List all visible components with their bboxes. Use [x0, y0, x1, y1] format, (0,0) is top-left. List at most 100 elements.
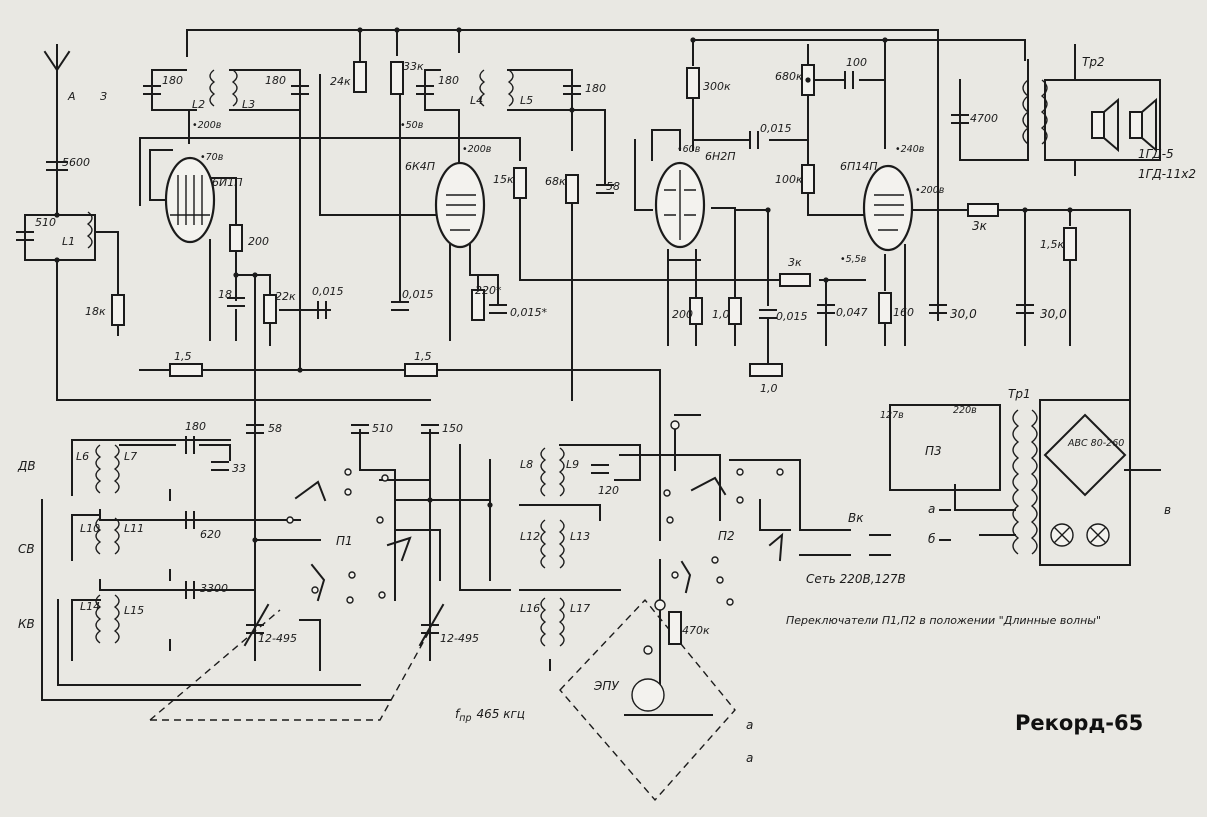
- antenna-label: А: [67, 90, 76, 103]
- c-var1-label: 12-495: [258, 632, 297, 645]
- r-18k-label: 18к: [85, 305, 106, 318]
- c-33-label: 33: [232, 462, 246, 475]
- r-33k-label: 33к: [403, 60, 424, 73]
- speaker-label: 1ГД-5: [1138, 147, 1174, 161]
- c-var2-label: 12-495: [440, 632, 479, 645]
- vk-label: Вк: [848, 511, 864, 525]
- switch-contacts: [286, 420, 784, 655]
- r-470k-label: 470к: [682, 624, 710, 637]
- c-100-label: 100: [846, 56, 867, 69]
- c-120-label: 120: [598, 484, 619, 497]
- coil-l10-label: L10: [80, 522, 100, 535]
- tap-127: 127в: [880, 410, 904, 421]
- v1-type: 6И1П: [212, 176, 243, 189]
- r-200b-label: 200: [672, 308, 693, 321]
- coil-l11-label: L11: [124, 522, 144, 535]
- capacitors: [16, 71, 1034, 647]
- r-3k-a-label: 3к: [788, 256, 802, 269]
- v2-type: 6К4П: [405, 160, 435, 173]
- r-3k-b-label: 3к: [972, 219, 988, 233]
- ground-label: З: [100, 90, 107, 103]
- c-180c-label: 180: [438, 74, 459, 87]
- coil-l8-label: L8: [520, 458, 533, 471]
- coil-l13-label: L13: [570, 530, 590, 543]
- c-58a-label: 58: [606, 180, 620, 193]
- term-v: в: [1164, 503, 1171, 517]
- epu-label: ЭПУ: [593, 679, 619, 693]
- r-220-label: 220*: [475, 284, 502, 297]
- r-160-label: 160: [893, 306, 914, 319]
- band-kv: КВ: [18, 617, 35, 631]
- c-0015e-label: 0,015: [776, 310, 808, 323]
- c-ant-label: 5600: [62, 156, 90, 169]
- labels: А З 5600 510 L1 18к 180 L2 L3 180 •200в …: [17, 55, 1196, 765]
- band-dv: ДВ: [17, 459, 36, 473]
- c-180e-label: 180: [185, 420, 206, 433]
- c-4700-label: 4700: [970, 112, 998, 125]
- r-100k-label: 100к: [775, 173, 803, 186]
- coil-l1-label: L1: [62, 235, 75, 248]
- coil-l2-label: L2: [192, 98, 205, 111]
- v2-volt-a: •200в: [462, 144, 492, 155]
- tube-v4: [862, 164, 914, 252]
- c-0015a-label: 0,015: [760, 122, 792, 135]
- coils: [86, 69, 1048, 647]
- tube-v3: [654, 161, 706, 249]
- term-a2: а: [746, 718, 753, 732]
- r-15k-b-label: 1,5к: [1040, 238, 1064, 251]
- c-620-label: 620: [200, 528, 221, 541]
- r-200a-label: 200: [248, 235, 269, 248]
- pilot-lamps: [1050, 523, 1110, 547]
- term-a1: а: [928, 502, 935, 516]
- model-title: Рекорд-65: [1015, 711, 1143, 735]
- coil-l15-label: L15: [124, 604, 144, 617]
- v4-volt-b: •200в: [915, 185, 945, 196]
- speaker-icon: [1091, 97, 1157, 153]
- coil-l16-label: L16: [520, 602, 540, 615]
- bridge-label: АВС 80-260: [1067, 438, 1124, 449]
- pot-1-label: 1,0: [760, 382, 778, 395]
- r-680k-label: 680к: [775, 70, 803, 83]
- term-b: б: [928, 532, 936, 546]
- if-freq-prefix: f: [455, 707, 461, 721]
- c-510-label: 510: [35, 216, 56, 229]
- coil-l7-label: L7: [124, 450, 137, 463]
- c-18-label: 18: [218, 288, 232, 301]
- coil-l3-label: L3: [242, 98, 255, 111]
- r-68k-label: 68к: [545, 175, 566, 188]
- c-0047-label: 0,047: [836, 306, 868, 319]
- v1-volt-b: •70в: [200, 152, 224, 163]
- v4-volt-c: •5,5в: [840, 254, 867, 265]
- gang-link: [149, 598, 736, 802]
- junctions: [54, 27, 1073, 543]
- c-180a-label: 180: [162, 74, 183, 87]
- coil-l6-label: L6: [76, 450, 89, 463]
- coil-l14-label: L14: [80, 600, 100, 613]
- p2-label: П2: [718, 529, 735, 543]
- tube-v1: [164, 156, 216, 244]
- tr2-label: Тр2: [1082, 55, 1105, 69]
- p3-label: П3: [925, 444, 942, 458]
- r-22k-label: 22к: [275, 290, 296, 303]
- pickup-symbol: [624, 678, 713, 716]
- p1-label: П1: [336, 534, 353, 548]
- mains-label: Сеть 220В,127В: [806, 572, 906, 586]
- v3-volt-a: •60в: [677, 144, 701, 155]
- band-sv: СВ: [18, 542, 35, 556]
- v1-volt-a: •200в: [192, 120, 222, 131]
- coil-l4-label: L4: [470, 94, 483, 107]
- v4-type: 6П14П: [840, 160, 878, 173]
- r-15k-label: 15к: [493, 173, 514, 186]
- resistors: [111, 61, 1077, 645]
- switch-note: Переключатели П1,П2 в положении "Длинные…: [786, 614, 1101, 627]
- tap-220: 220в: [953, 405, 977, 416]
- coil-l12-label: L12: [520, 530, 540, 543]
- c-300-label: 30,0: [950, 307, 977, 321]
- c-0015b-label: 0,015: [312, 285, 344, 298]
- c-0015c-label: 0,015: [402, 288, 434, 301]
- c-3300-label: 3300: [200, 582, 228, 595]
- c-180b-label: 180: [265, 74, 286, 87]
- c-510b-label: 510: [372, 422, 393, 435]
- if-freq-sub: пр: [459, 713, 471, 724]
